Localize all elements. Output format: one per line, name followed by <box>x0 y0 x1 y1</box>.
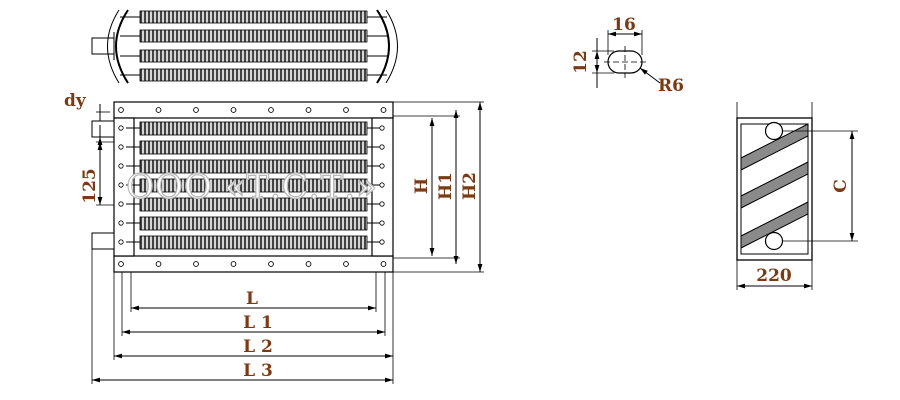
top-finned-tube <box>139 10 368 24</box>
tube-end-right <box>379 239 385 245</box>
outlet-pipe <box>91 232 115 250</box>
tube-end-right <box>379 220 385 226</box>
flange-hole-bottom <box>268 261 274 267</box>
inlet-pipe <box>91 120 115 138</box>
tube-end-right <box>379 201 385 207</box>
front-finned-tube <box>139 121 368 136</box>
slot-height-label: 12 <box>571 50 591 74</box>
length-dimensions: L L 1 L 2 L 3 <box>91 249 394 384</box>
pitch-125-dimension: 125 <box>80 125 114 206</box>
flange-hole-bottom <box>343 261 349 267</box>
slot-width-label: 16 <box>612 15 636 35</box>
tube-end-left <box>118 163 124 169</box>
side-port-top <box>764 121 784 141</box>
flange-hole-top <box>380 107 387 113</box>
flange-hole-bottom <box>118 261 124 267</box>
width-220-label: 220 <box>756 266 792 286</box>
tube-end-right <box>379 125 385 131</box>
front-finned-tube <box>139 159 368 174</box>
top-finned-tube <box>139 49 368 63</box>
L3-label: L 3 <box>243 361 273 381</box>
tube-end-left <box>118 220 124 226</box>
slot-radius-label: R6 <box>658 76 684 96</box>
flange-hole-bottom <box>230 261 237 267</box>
flange-hole-top <box>343 107 349 113</box>
tube-end-left <box>118 239 124 245</box>
flange-hole-bottom <box>380 261 387 267</box>
top-pipe-stub <box>91 37 115 55</box>
watermark: ООО «Т.С.Т.» <box>126 167 378 207</box>
side-view: 220 C <box>736 102 858 290</box>
L-label: L <box>246 289 258 309</box>
side-plate-2 <box>740 161 809 209</box>
front-finned-tube <box>139 235 368 250</box>
side-plate-1 <box>740 123 809 171</box>
flange-hole-top <box>268 107 274 113</box>
tube-end-right <box>379 182 385 188</box>
flange-hole-top <box>193 107 199 113</box>
flange-hole-bottom <box>305 261 312 267</box>
H1-label: H1 <box>436 172 456 200</box>
slot-detail: 16 12 R6 <box>571 15 684 96</box>
L1-label: L 1 <box>243 313 273 333</box>
top-view <box>91 9 398 84</box>
tube-end-left <box>118 125 124 131</box>
H-label: H <box>412 178 432 194</box>
top-finned-tube <box>139 68 368 82</box>
side-port-bottom <box>764 231 784 251</box>
top-finned-tube <box>139 29 368 43</box>
H2-label: H2 <box>460 172 480 200</box>
flange-hole-top <box>305 107 312 113</box>
flange-hole-top <box>230 107 237 113</box>
front-tube-rows <box>118 121 385 250</box>
bottom-flange <box>113 255 394 273</box>
side-plate-3 <box>740 201 809 249</box>
C-label: C <box>831 179 851 193</box>
tube-end-right <box>379 144 385 150</box>
flange-holes <box>118 107 387 267</box>
tube-end-right <box>379 163 385 169</box>
flange-hole-top <box>118 107 124 113</box>
dy-label: dy <box>64 91 87 111</box>
height-dimensions: H H1 H2 <box>393 101 484 273</box>
top-flange <box>113 101 394 119</box>
pitch-125-label: 125 <box>80 168 100 204</box>
flange-hole-bottom <box>155 261 162 267</box>
front-finned-tube <box>139 178 368 193</box>
tube-end-left <box>118 144 124 150</box>
L2-label: L 2 <box>243 337 273 357</box>
top-tube-rows <box>120 10 387 82</box>
front-view: ООО «Т.С.Т.» <box>91 101 394 273</box>
front-finned-tube <box>139 140 368 155</box>
right-header-curve <box>376 9 390 84</box>
flange-hole-top <box>155 107 162 113</box>
front-finned-tube <box>139 216 368 231</box>
left-header-curve <box>115 9 129 84</box>
tube-end-left <box>118 182 124 188</box>
tube-end-left <box>118 201 124 207</box>
front-finned-tube <box>139 197 368 212</box>
flange-hole-bottom <box>193 261 199 267</box>
